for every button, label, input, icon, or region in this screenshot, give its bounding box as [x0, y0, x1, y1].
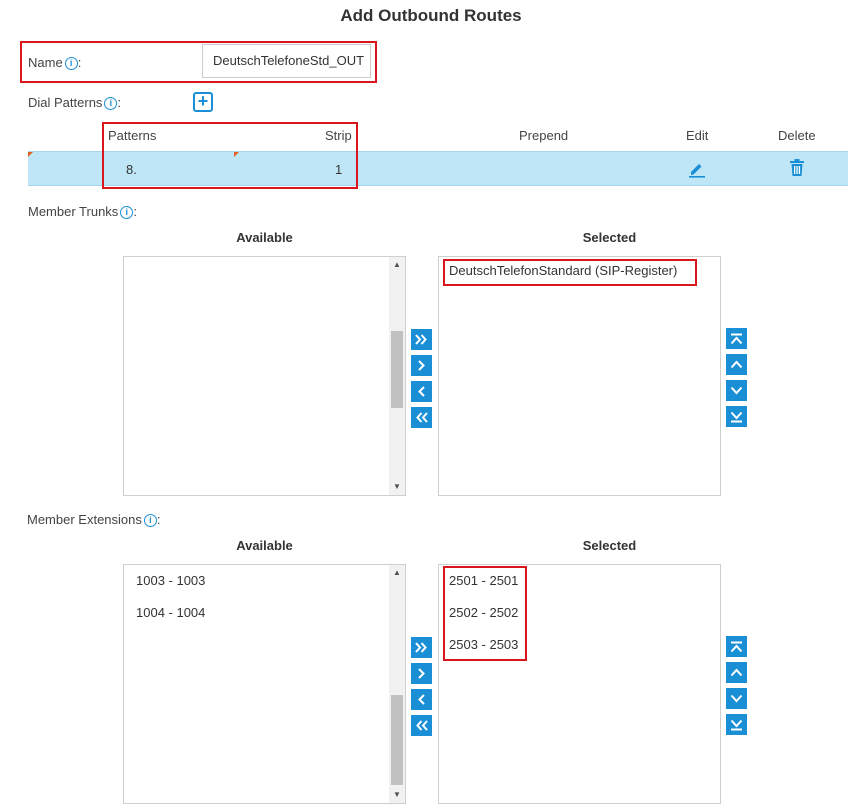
trash-icon[interactable] [789, 159, 805, 177]
member-trunks-label-suffix: : [133, 204, 137, 219]
chevron-right-icon [418, 668, 425, 679]
chevron-left-icon [418, 694, 425, 705]
chevron-up-icon [730, 360, 743, 369]
move-top-icon [730, 333, 743, 344]
move-down-button[interactable] [726, 380, 747, 401]
chevron-down-icon [730, 386, 743, 395]
scroll-down-arrow[interactable]: ▼ [393, 790, 401, 799]
trunks-available-list[interactable] [123, 256, 406, 496]
move-bottom-button[interactable] [726, 406, 747, 427]
move-up-button[interactable] [726, 662, 747, 683]
dial-patterns-label-suffix: : [117, 95, 122, 110]
move-right-button[interactable] [411, 663, 432, 684]
list-item[interactable]: DeutschTelefonStandard (SIP-Register) [449, 263, 678, 278]
move-all-right-button[interactable] [411, 329, 432, 350]
extensions-selected-header: Selected [582, 538, 637, 553]
list-item[interactable]: 1003 - 1003 [136, 573, 206, 588]
column-edit: Edit [686, 128, 709, 143]
chevron-right-icon [418, 360, 425, 371]
trunks-available-scrollbar[interactable]: ▲ ▼ [389, 257, 405, 495]
scroll-down-arrow[interactable]: ▼ [393, 482, 401, 491]
list-item[interactable]: 2501 - 2501 [449, 573, 519, 588]
trunks-selected-list[interactable] [438, 256, 721, 496]
add-pattern-button[interactable]: + [193, 92, 213, 112]
extensions-annotation-box [443, 566, 527, 661]
dial-patterns-label-text: Dial Patterns [28, 95, 103, 110]
name-label-suffix: : [77, 55, 82, 70]
list-item[interactable]: 2503 - 2503 [449, 637, 519, 652]
changed-marker [234, 152, 239, 157]
move-bottom-button[interactable] [726, 714, 747, 735]
route-name-input[interactable]: DeutschTelefoneStd_OUT [202, 44, 371, 78]
move-all-right-button[interactable] [411, 637, 432, 658]
member-trunks-label-text: Member Trunks [28, 204, 119, 219]
column-strip: Strip [325, 128, 352, 143]
info-icon[interactable]: i [120, 206, 134, 219]
extensions-available-header: Available [236, 538, 293, 553]
member-extensions-label-text: Member Extensions [27, 512, 142, 527]
scrollbar-thumb[interactable] [391, 331, 403, 408]
move-up-button[interactable] [726, 354, 747, 375]
trunk-annotation-box [443, 259, 697, 286]
table-row [28, 151, 848, 186]
move-bottom-icon [730, 719, 743, 730]
scroll-up-arrow[interactable]: ▲ [393, 260, 401, 269]
extensions-selected-list[interactable] [438, 564, 721, 804]
name-annotation-box [20, 41, 377, 83]
extensions-available-list[interactable] [123, 564, 406, 804]
double-chevron-left-icon [416, 720, 428, 731]
move-left-button[interactable] [411, 689, 432, 710]
column-patterns: Patterns [108, 128, 157, 143]
page-title: Add Outbound Routes [340, 6, 522, 25]
double-chevron-right-icon [415, 642, 427, 653]
strip-cell[interactable]: 1 [335, 162, 343, 177]
chevron-left-icon [418, 386, 425, 397]
trunks-available-header: Available [236, 230, 293, 245]
scrollbar-thumb[interactable] [391, 695, 403, 785]
changed-marker [28, 152, 33, 157]
column-delete: Delete [778, 128, 816, 143]
chevron-up-icon [730, 668, 743, 677]
info-icon[interactable]: i [143, 514, 157, 527]
double-chevron-right-icon [415, 334, 427, 345]
trunks-selected-header: Selected [582, 230, 637, 245]
name-label-text: Name [28, 55, 63, 70]
double-chevron-left-icon [416, 412, 428, 423]
move-all-left-button[interactable] [411, 407, 432, 428]
column-prepend: Prepend [519, 128, 569, 143]
move-right-button[interactable] [411, 355, 432, 376]
move-top-button[interactable] [726, 636, 747, 657]
move-all-left-button[interactable] [411, 715, 432, 736]
edit-pencil-icon[interactable] [688, 160, 706, 178]
chevron-down-icon [730, 694, 743, 703]
member-extensions-label-suffix: : [156, 512, 161, 527]
list-item[interactable]: 2502 - 2502 [449, 605, 519, 620]
pattern-cell[interactable]: 8. [126, 162, 137, 177]
move-down-button[interactable] [726, 688, 747, 709]
info-icon[interactable]: i [104, 97, 118, 110]
move-bottom-icon [730, 411, 743, 422]
scroll-up-arrow[interactable]: ▲ [393, 568, 401, 577]
info-icon[interactable]: i [64, 57, 78, 70]
move-left-button[interactable] [411, 381, 432, 402]
move-top-icon [730, 641, 743, 652]
pattern-strip-annotation-box [102, 122, 358, 189]
move-top-button[interactable] [726, 328, 747, 349]
extensions-available-scrollbar[interactable]: ▲ ▼ [389, 565, 405, 803]
list-item[interactable]: 1004 - 1004 [136, 605, 206, 620]
